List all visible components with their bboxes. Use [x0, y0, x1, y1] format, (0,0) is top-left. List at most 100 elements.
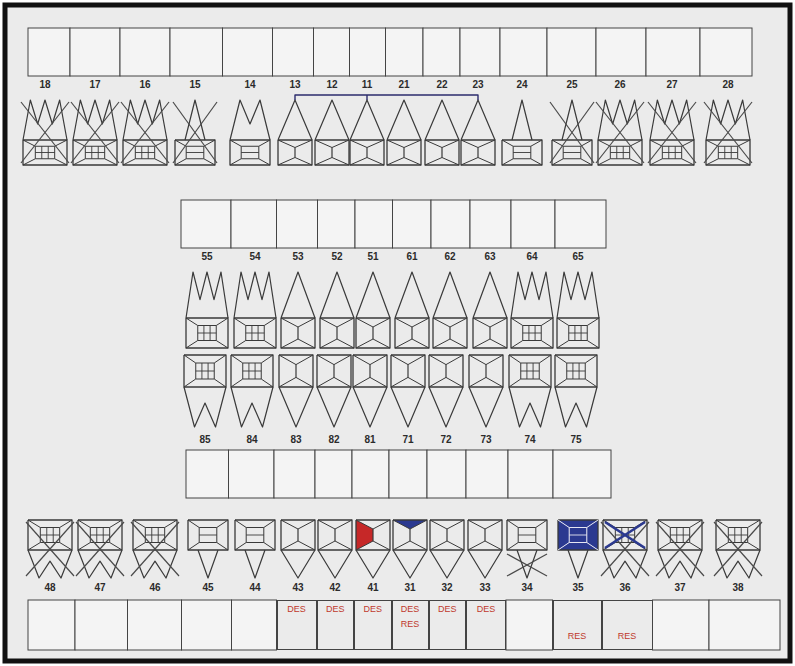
crown-line: [489, 327, 490, 339]
tooth-crown: [469, 355, 503, 387]
tooth-number: 28: [722, 79, 733, 91]
tooth-root: [509, 387, 551, 427]
crown-line: [281, 520, 298, 529]
finding-note: DES: [278, 604, 316, 615]
tooth-root: [318, 550, 352, 578]
missing-cross: [596, 102, 644, 163]
crown-line: [123, 140, 135, 146]
missing-cross: [121, 102, 169, 163]
treatment-cross: [605, 522, 645, 548]
crown-line: [372, 529, 373, 541]
crown-line: [558, 543, 569, 551]
tooth-root: [395, 272, 429, 318]
tooth-number: 22: [436, 79, 447, 91]
occlusal-box: [728, 528, 747, 543]
crown-line: [485, 541, 502, 550]
crown-line: [536, 543, 547, 551]
tooth-symbol: [433, 272, 467, 348]
tooth-root: [278, 100, 312, 140]
occlusal-grid: [35, 152, 54, 153]
tooth-crown: [393, 520, 427, 550]
tooth-crown: [318, 520, 352, 550]
tooth-symbol: [26, 520, 74, 578]
crown-line: [350, 140, 367, 148]
crown-line: [511, 341, 523, 349]
tooth-number: 34: [521, 582, 532, 594]
crown-line: [447, 541, 464, 550]
finding-box: DES: [466, 600, 506, 650]
crown-line: [332, 158, 349, 166]
crown-line: [155, 140, 167, 146]
tooth-crown: [278, 140, 312, 165]
crown-line: [509, 355, 521, 363]
tooth-number: 38: [732, 582, 743, 594]
crown-line: [387, 140, 404, 148]
crown-line: [716, 543, 728, 551]
tooth-number: 43: [292, 582, 303, 594]
crown-line: [175, 140, 186, 146]
tooth-crown: [511, 318, 553, 348]
crown-line: [230, 140, 241, 146]
crown-line: [425, 158, 442, 166]
crown-line: [585, 379, 597, 387]
crown-line: [298, 541, 315, 550]
crown-line: [468, 520, 485, 529]
crown-line: [490, 339, 507, 348]
note-box: [427, 450, 466, 498]
tooth-crown: [281, 318, 315, 348]
tooth-symbol: [468, 520, 502, 578]
tooth-symbol: [425, 100, 459, 165]
tooth-crown: [281, 520, 315, 550]
note-box: [352, 450, 389, 498]
crown-line: [264, 520, 275, 528]
tooth-crown: [356, 318, 390, 348]
tooth-symbol: [231, 355, 273, 427]
crown-line: [335, 541, 352, 550]
tooth-root: [279, 387, 313, 427]
occlusal-grid: [569, 333, 587, 334]
tooth-root: [393, 550, 427, 578]
occlusal-grid: [623, 146, 624, 159]
occlusal-grid: [48, 146, 49, 159]
occlusal-grid: [668, 146, 669, 159]
crown-line: [442, 158, 459, 166]
note-box: [28, 600, 75, 650]
tooth-symbol: [509, 355, 551, 427]
tooth-symbol: [648, 100, 696, 165]
note-box: [511, 200, 555, 248]
tooth-number: 31: [404, 582, 415, 594]
occlusal-grid: [148, 146, 149, 159]
tooth-root: [603, 550, 647, 578]
crown-line: [461, 140, 478, 148]
occlusal-grid: [528, 326, 529, 341]
occlusal-box: [196, 363, 214, 379]
tooth-symbol: [71, 100, 119, 165]
tooth-number: 63: [484, 251, 495, 263]
crown-line: [204, 140, 215, 146]
missing-cross: [21, 102, 69, 163]
crown-line: [281, 339, 298, 348]
crown-line: [184, 355, 196, 363]
crown-line: [259, 140, 270, 146]
crown-line: [370, 355, 387, 365]
tooth-number: 33: [479, 582, 490, 594]
crown-line: [175, 159, 186, 165]
tooth-crown: [230, 140, 270, 165]
tooth-crown: [235, 520, 275, 550]
crown-line: [485, 365, 486, 378]
crown-line: [484, 529, 485, 541]
crown-line: [391, 377, 408, 387]
crown-line: [682, 159, 694, 165]
tooth-crown: [468, 520, 502, 550]
crown-line: [60, 543, 72, 551]
tooth-crown: [433, 318, 467, 348]
occlusal-box: [85, 146, 104, 159]
tooth-crown: [555, 355, 597, 387]
note-box: [186, 450, 229, 498]
tooth-number: 82: [328, 434, 339, 446]
occlusal-box: [567, 363, 585, 379]
tooth-symbol: [281, 272, 315, 348]
tooth-symbol: [469, 355, 503, 427]
crown-line: [204, 159, 215, 165]
